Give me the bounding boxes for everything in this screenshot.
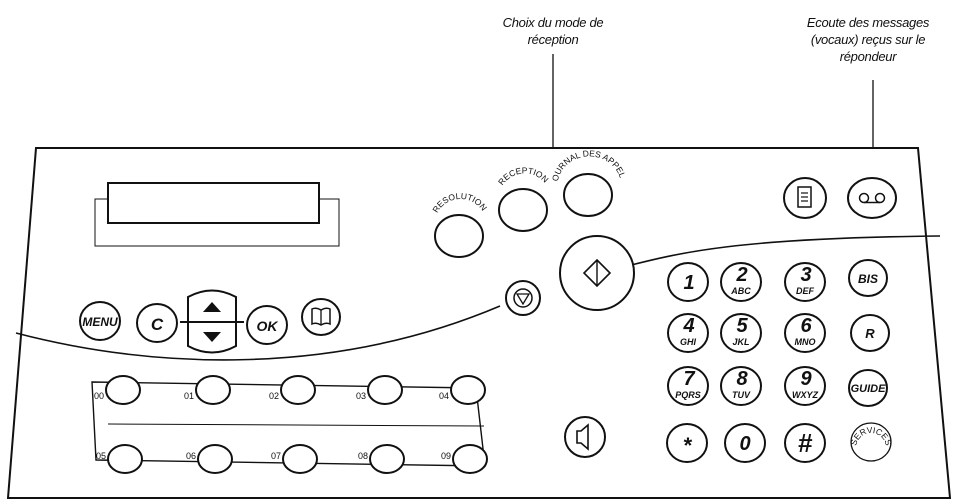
key-digit: 2 (735, 264, 747, 286)
key-1[interactable]: 1 (667, 262, 709, 302)
speed-dial-label: 09 (441, 451, 451, 461)
speaker-icon (576, 423, 589, 451)
speed-dial-label: 05 (96, 451, 106, 461)
services-button[interactable]: SERVICES (848, 422, 894, 462)
key-letters: GHI (680, 337, 697, 347)
speed-dial-08[interactable]: 08 (358, 444, 405, 474)
speed-dial-label: 00 (94, 391, 104, 401)
key-letters: TUV (732, 390, 751, 400)
book-icon (311, 307, 331, 326)
speed-dial-label: 04 (439, 391, 449, 401)
r-label: R (865, 326, 875, 341)
key-star-label: * (683, 433, 693, 458)
speed-dial-05[interactable]: 05 (96, 444, 143, 474)
navigation-rocker[interactable] (180, 289, 244, 354)
ok-button[interactable]: OK (246, 305, 288, 345)
key-hash-label: # (798, 428, 813, 458)
panel-wave-right (619, 235, 941, 269)
speed-dial-06[interactable]: 06 (186, 444, 233, 474)
guide-button[interactable]: GUIDE (848, 369, 888, 407)
ok-label: OK (257, 318, 279, 334)
speed-dial-02[interactable]: 02 (269, 375, 316, 405)
key-letters: JKL (732, 337, 749, 347)
bis-label: BIS (858, 272, 878, 286)
document-icon (797, 186, 812, 208)
speed-dial-01[interactable]: 01 (184, 375, 231, 405)
speed-dial-label: 03 (356, 391, 366, 401)
guide-label: GUIDE (851, 383, 887, 395)
memo-button[interactable] (783, 177, 827, 219)
speed-dial-03[interactable]: 03 (356, 375, 403, 405)
key-0-label: 0 (739, 433, 750, 455)
stop-icon (513, 288, 533, 308)
key-digit: 8 (736, 368, 748, 390)
speed-dial-label: 02 (269, 391, 279, 401)
speed-dial-label: 06 (186, 451, 196, 461)
speed-dial-00[interactable]: 00 (94, 375, 141, 405)
lcd-display (107, 182, 320, 224)
bis-button[interactable]: BIS (848, 259, 888, 297)
reception-button[interactable]: RECEPTION (496, 165, 551, 232)
callout-reception-mode: Choix du mode de réception (502, 15, 604, 47)
r-button[interactable]: R (850, 314, 890, 352)
stop-button[interactable] (505, 280, 541, 316)
key-digit: 7 (683, 368, 695, 390)
menu-button[interactable]: MENU (79, 301, 121, 341)
key-letters: MNO (795, 337, 816, 347)
key-digit: 5 (736, 315, 748, 337)
speed-dial-label: 08 (358, 451, 368, 461)
callout-messages: Ecoute des messages (vocaux) reçus sur l… (806, 15, 930, 64)
key-digit: 6 (800, 315, 812, 337)
voicemail-icon (858, 192, 886, 204)
arrow-down-icon[interactable] (203, 332, 221, 342)
start-button[interactable] (559, 235, 635, 311)
key-digit: 4 (682, 315, 694, 337)
messages-button[interactable] (847, 177, 897, 219)
phonebook-button[interactable] (301, 298, 341, 336)
speaker-button[interactable] (564, 416, 606, 458)
key-digit: 3 (800, 264, 811, 286)
speed-dial-group: 00 01 02 03 04 05 06 07 08 09 (94, 375, 488, 474)
key-star[interactable]: * (666, 423, 708, 463)
menu-label: MENU (82, 315, 118, 329)
key-letters: DEF (796, 286, 815, 296)
key-0[interactable]: 0 (724, 423, 766, 463)
panel-wave-left (15, 305, 501, 361)
key-letters: PQRS (675, 390, 701, 400)
arrow-up-icon[interactable] (203, 302, 221, 312)
speed-dial-04[interactable]: 04 (439, 375, 486, 405)
key-digit: 9 (800, 368, 812, 390)
speed-dial-07[interactable]: 07 (271, 444, 318, 474)
clear-button[interactable]: C (136, 303, 178, 343)
key-letters: WXYZ (792, 390, 819, 400)
clear-label: C (151, 315, 164, 334)
key-letters: ABC (730, 286, 751, 296)
key-digit: 1 (683, 272, 694, 294)
speed-dial-label: 01 (184, 391, 194, 401)
speed-dial-label: 07 (271, 451, 281, 461)
speed-dial-09[interactable]: 09 (441, 444, 488, 474)
speed-dial-divider (107, 423, 485, 427)
key-hash[interactable]: # (784, 423, 826, 463)
